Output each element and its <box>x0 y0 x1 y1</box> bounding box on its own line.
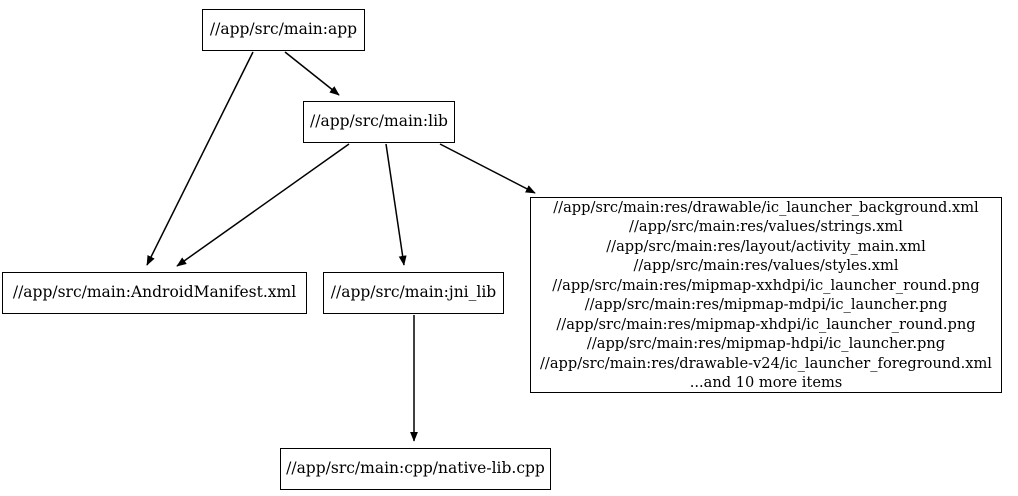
node-jni-lib[interactable]: //app/src/main:jni_lib <box>323 272 504 314</box>
node-lib[interactable]: //app/src/main:lib <box>303 101 455 143</box>
node-jni-lib-label: //app/src/main:jni_lib <box>330 283 497 302</box>
edge-app-to-lib <box>284 51 340 96</box>
edge-lib-to-jni-lib <box>385 143 407 266</box>
node-native-lib-cpp[interactable]: //app/src/main:cpp/native-lib.cpp <box>280 448 551 490</box>
edge-app-to-android-manifest <box>146 51 254 266</box>
node-app-label: //app/src/main:app <box>209 20 358 39</box>
node-res-group-label: //app/src/main:res/drawable/ic_launcher_… <box>540 198 992 392</box>
edge-lib-to-res-group <box>439 143 536 194</box>
node-res-group[interactable]: //app/src/main:res/drawable/ic_launcher_… <box>530 197 1002 393</box>
node-android-manifest-label: //app/src/main:AndroidManifest.xml <box>12 283 297 302</box>
node-lib-label: //app/src/main:lib <box>310 112 448 131</box>
node-app[interactable]: //app/src/main:app <box>202 9 365 51</box>
node-android-manifest[interactable]: //app/src/main:AndroidManifest.xml <box>2 272 307 314</box>
node-native-lib-cpp-label: //app/src/main:cpp/native-lib.cpp <box>286 459 545 478</box>
edge-lib-to-android-manifest <box>176 143 350 267</box>
